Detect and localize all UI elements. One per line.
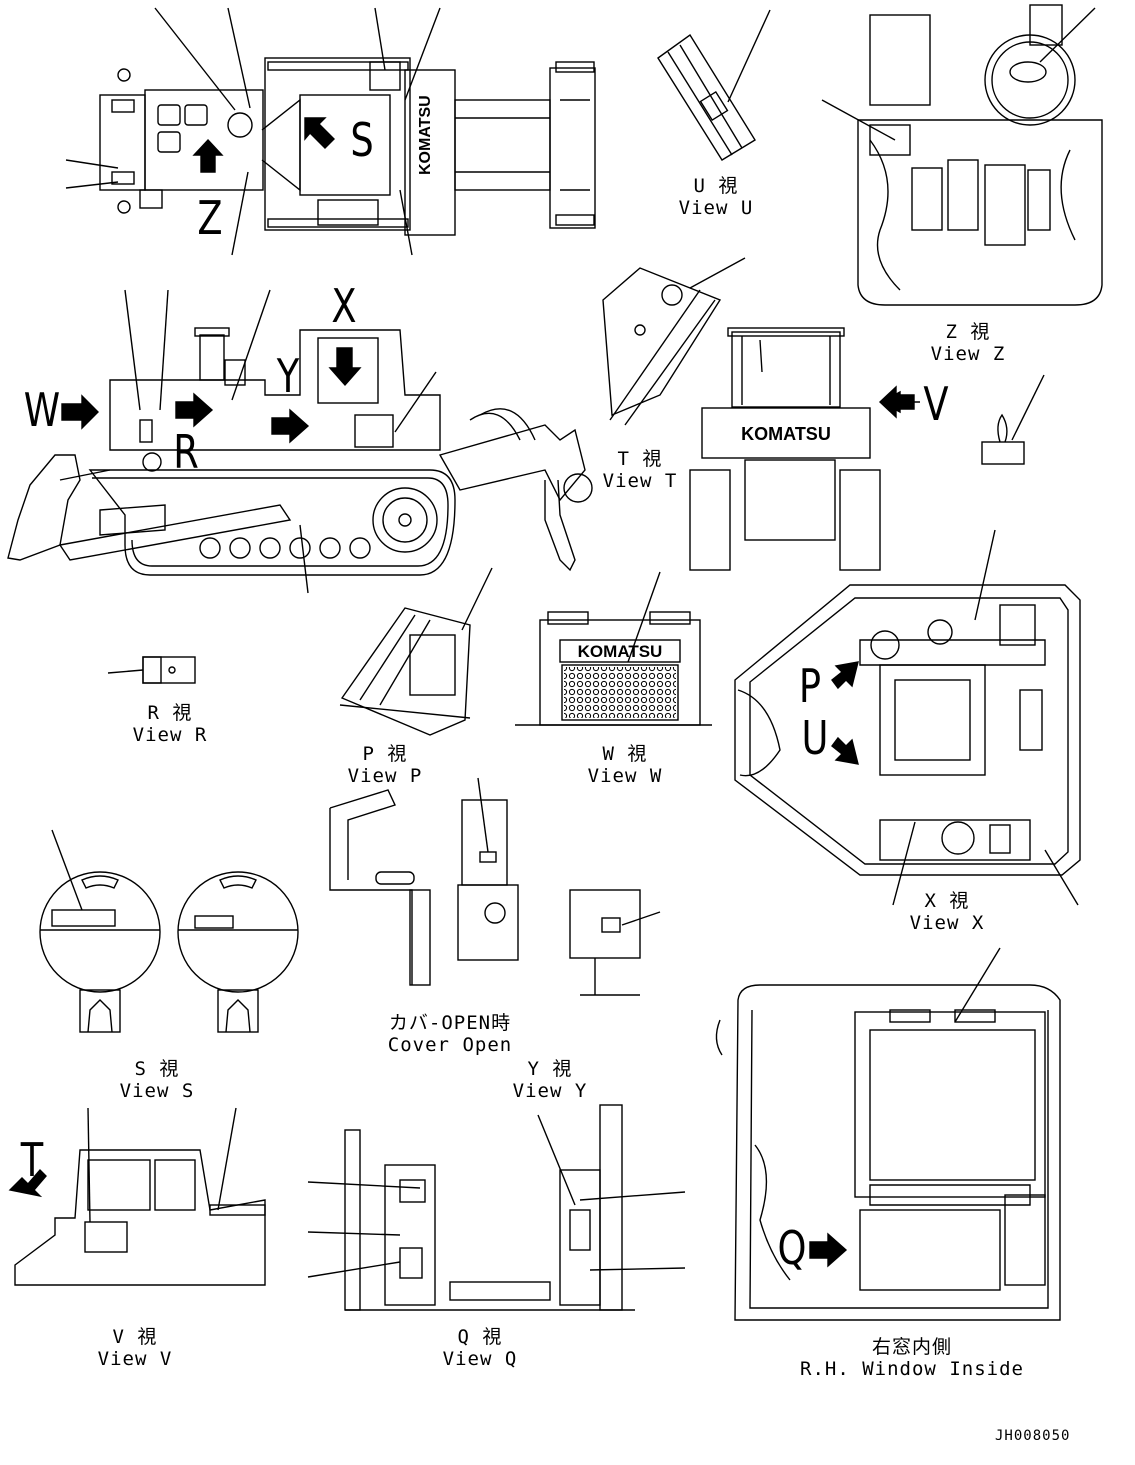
caption-view-t: T 視 View T	[603, 448, 678, 492]
caption-view-w-jp: W 視	[602, 743, 648, 765]
view-z-drawing	[821, 4, 1103, 306]
caption-view-y: Y 視 View Y	[513, 1058, 588, 1102]
caption-view-p-jp: P 視	[362, 743, 408, 765]
caption-rh-window-jp: 右窓内側	[871, 1336, 952, 1358]
brand-logo-top: KOMATSU	[417, 95, 434, 175]
view-letter-t: T	[20, 1133, 44, 1187]
caption-rh-window-en: R.H. Window Inside	[800, 1358, 1024, 1380]
view-p-drawing	[339, 567, 493, 736]
caption-cover-open-jp: カバ-OPEN時	[388, 1012, 512, 1034]
caption-view-s-en: View S	[119, 1080, 195, 1102]
view-s-drawing	[39, 829, 299, 1033]
caption-view-q-en: View Q	[442, 1348, 518, 1370]
caption-view-w-en: View W	[587, 765, 663, 787]
caption-view-r-en: View R	[132, 724, 208, 746]
view-t-drawing	[602, 257, 746, 426]
small-decal-drawing	[981, 374, 1045, 465]
caption-view-q: Q 視 View Q	[443, 1326, 518, 1370]
top-view-dozer: KOMATSU	[65, 7, 596, 256]
caption-view-z-en: View Z	[930, 343, 1006, 365]
caption-rh-window-inside: 右窓内側 R.H. Window Inside	[800, 1336, 1024, 1380]
brand-logo-rear: KOMATSU	[741, 424, 831, 444]
view-x-drawing	[734, 529, 1081, 906]
caption-view-v: V 視 View V	[98, 1326, 173, 1370]
drawing-number: JH008050	[995, 1428, 1071, 1444]
caption-view-x-jp: X 視	[924, 890, 970, 912]
view-letter-q: Q	[777, 1221, 807, 1275]
caption-view-u-jp: U 視	[693, 175, 739, 197]
caption-view-x: X 視 View X	[910, 890, 985, 934]
caption-view-p: P 視 View P	[348, 743, 423, 787]
view-w-drawing: KOMATSU	[515, 571, 712, 726]
view-letter-p: P	[798, 659, 822, 713]
main-side-view	[7, 289, 593, 594]
caption-view-z: Z 視 View Z	[931, 321, 1006, 365]
caption-view-s-jp: S 視	[134, 1058, 180, 1080]
caption-view-q-jp: Q 視	[457, 1326, 503, 1348]
caption-view-u-en: View U	[678, 197, 754, 219]
caption-view-w: W 視 View W	[588, 743, 663, 787]
view-q-drawing	[307, 1104, 686, 1311]
view-v-side-drawing	[8, 1107, 266, 1286]
view-letter-x: X	[331, 279, 357, 333]
view-r-drawing	[107, 656, 196, 684]
caption-view-u: U 視 View U	[679, 175, 754, 219]
caption-view-p-en: View P	[347, 765, 423, 787]
view-letter-y: Y	[276, 349, 300, 403]
caption-cover-open: カバ-OPEN時 Cover Open	[388, 1012, 512, 1056]
caption-view-z-jp: Z 視	[945, 321, 991, 343]
caption-view-y-en: View Y	[512, 1080, 588, 1102]
caption-view-r-jp: R 視	[147, 702, 193, 724]
caption-view-v-jp: V 視	[112, 1326, 158, 1348]
view-letter-u: U	[801, 711, 829, 765]
caption-cover-open-en: Cover Open	[387, 1034, 513, 1056]
view-u-drawing	[657, 9, 771, 161]
caption-view-r: R 視 View R	[133, 702, 208, 746]
rh-window-drawing	[715, 947, 1061, 1321]
view-letter-z: Z	[197, 191, 223, 245]
view-v-rear-drawing: KOMATSU	[689, 327, 920, 571]
cover-open-drawing	[329, 777, 661, 996]
caption-view-v-en: View V	[97, 1348, 173, 1370]
caption-view-s: S 視 View S	[120, 1058, 195, 1102]
caption-view-y-jp: Y 視	[527, 1058, 573, 1080]
view-letter-r: R	[173, 425, 199, 479]
view-letter-w: W	[23, 383, 61, 437]
caption-view-x-en: View X	[909, 912, 985, 934]
view-letter-s: S	[350, 113, 374, 167]
caption-view-t-jp: T 視	[617, 448, 663, 470]
brand-logo-grille: KOMATSU	[578, 642, 663, 661]
caption-view-t-en: View T	[602, 470, 678, 492]
view-letter-v: V	[923, 377, 949, 431]
